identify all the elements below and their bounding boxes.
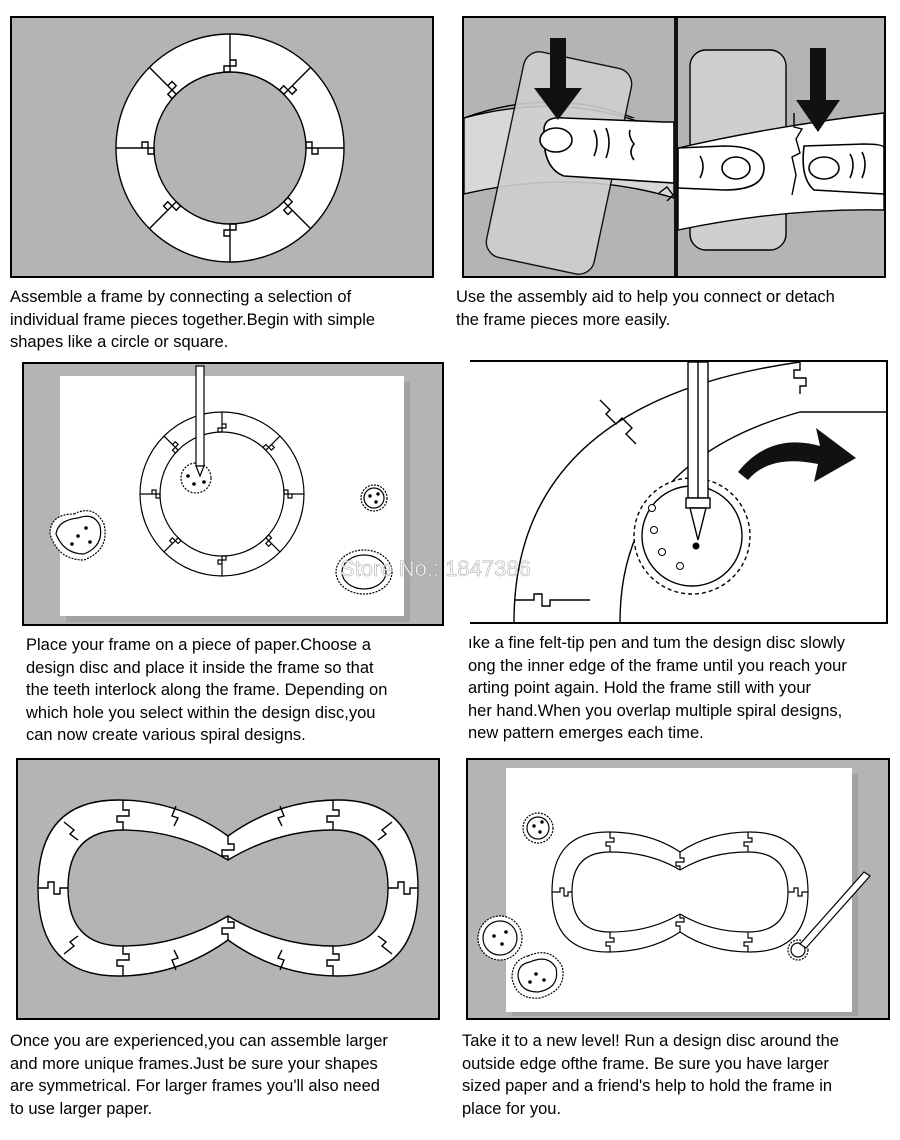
caption-line: new pattern emerges each time. — [468, 724, 704, 742]
panel-1-illustration — [10, 16, 434, 278]
caption-line: design disc and place it inside the fram… — [26, 658, 374, 677]
caption-line: ıke a fine felt-tip pen and tum the desi… — [468, 634, 845, 652]
caption-line: can now create various spiral designs. — [26, 726, 306, 744]
caption-line: the frame pieces more easily. — [456, 310, 671, 329]
store-watermark: Store No.: 1847386 — [340, 556, 531, 582]
caption-line: arting point again. Hold the frame still… — [468, 679, 812, 697]
panel-5-illustration — [16, 758, 440, 1020]
panel-3-caption: Place your frame on a piece of paper.Cho… — [26, 634, 387, 747]
figure-eight-frame-drawing — [37, 799, 419, 977]
panel-5-caption: Once you are experienced,you can assembl… — [10, 1030, 388, 1120]
caption-line: Assemble a frame by connecting a selecti… — [10, 288, 352, 306]
caption-line: Take it to a new level! Run a design dis… — [462, 1032, 839, 1050]
panel-2-illustration — [462, 16, 886, 278]
caption-line: which hole you select within the design … — [26, 703, 376, 722]
outside-edge-drawing — [477, 768, 871, 1016]
panel-4-illustration — [470, 360, 888, 624]
caption-line: shapes like a circle or square. — [10, 333, 229, 351]
frame-on-paper-drawing — [49, 365, 410, 622]
caption-line: ong the inner edge of the frame until yo… — [468, 656, 847, 675]
caption-line: Place your frame on a piece of paper.Cho… — [26, 636, 371, 654]
panel-2-caption: Use the assembly aid to help you connect… — [456, 286, 835, 331]
caption-line: place for you. — [462, 1099, 562, 1118]
assembly-aid-drawing — [464, 18, 884, 276]
caption-line: and more unique frames.Just be sure your… — [10, 1054, 378, 1073]
caption-line: Use the assembly aid to help you connect… — [456, 288, 835, 306]
caption-line: to use larger paper. — [10, 1099, 153, 1118]
panel-3-illustration — [22, 362, 444, 626]
closeup-drawing — [513, 362, 886, 622]
panel-6-illustration — [466, 758, 890, 1020]
panel-1-caption: Assemble a frame by connecting a selecti… — [10, 286, 375, 354]
caption-line: outside edge ofthe frame. Be sure you ha… — [462, 1054, 829, 1073]
caption-line: her hand.When you overlap multiple spira… — [468, 701, 843, 720]
caption-line: Once you are experienced,you can assembl… — [10, 1032, 388, 1050]
panel-6-caption: Take it to a new level! Run a design dis… — [462, 1030, 900, 1120]
circle-frame-drawing — [115, 33, 345, 263]
caption-line: individual frame pieces together.Begin w… — [10, 310, 376, 329]
caption-line: the teeth interlock along the frame. Dep… — [26, 681, 388, 699]
caption-line: sized paper and a friend's help to hold … — [462, 1077, 833, 1095]
panel-4-caption: ıke a fine felt-tip pen and tum the desi… — [468, 632, 900, 745]
caption-line: are symmetrical. For larger frames you'l… — [10, 1077, 380, 1095]
